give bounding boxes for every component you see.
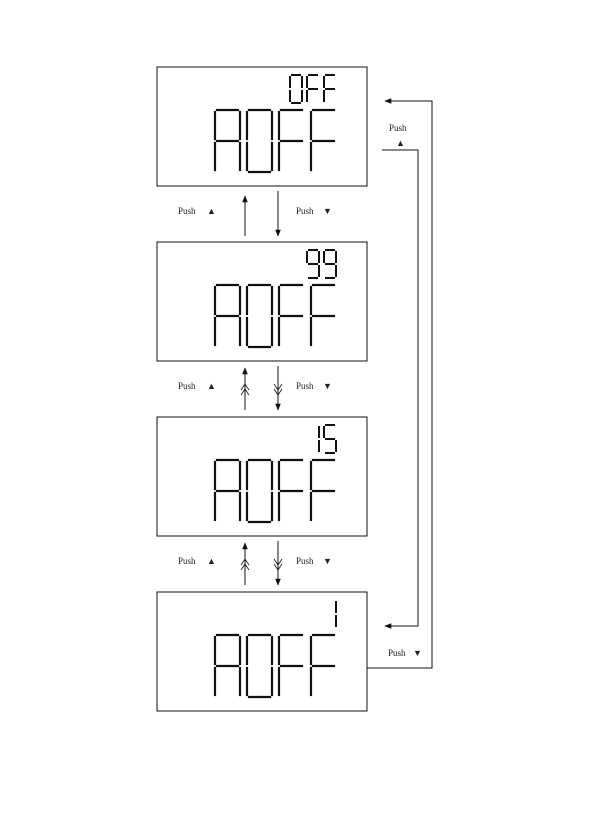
connector-1-2: Push ▲ Push ▼ (178, 191, 332, 236)
push-label: Push (178, 556, 196, 566)
loop-up-to-bottom: Push ▲ (382, 123, 418, 626)
push-label: Push (389, 123, 407, 133)
panel-99: 99AOFF (157, 242, 367, 361)
up-triangle-icon: ▲ (207, 206, 216, 216)
push-label: Push (296, 556, 314, 566)
push-label: Push (296, 206, 314, 216)
down-triangle-icon: ▼ (413, 648, 422, 658)
lcd-frame (157, 417, 367, 536)
panel-15: 15AOFF (157, 417, 367, 536)
up-triangle-icon: ▲ (396, 138, 405, 148)
connector-3-4: Push ▲ Push ▼ (178, 541, 332, 585)
panel-off: OFFAOFF (157, 67, 367, 186)
panel-1: 1AOFF (157, 592, 367, 711)
connector-2-3: Push ▲ Push ▼ (178, 366, 332, 410)
push-label: Push (178, 381, 196, 391)
down-triangle-icon: ▼ (323, 206, 332, 216)
push-label: Push (178, 206, 196, 216)
push-label: Push (388, 648, 406, 658)
loop-down-to-top: Push ▼ (367, 101, 432, 668)
push-label: Push (296, 381, 314, 391)
up-triangle-icon: ▲ (207, 381, 216, 391)
up-triangle-icon: ▲ (207, 556, 216, 566)
down-triangle-icon: ▼ (323, 381, 332, 391)
down-triangle-icon: ▼ (323, 556, 332, 566)
lcd-frame (157, 67, 367, 186)
